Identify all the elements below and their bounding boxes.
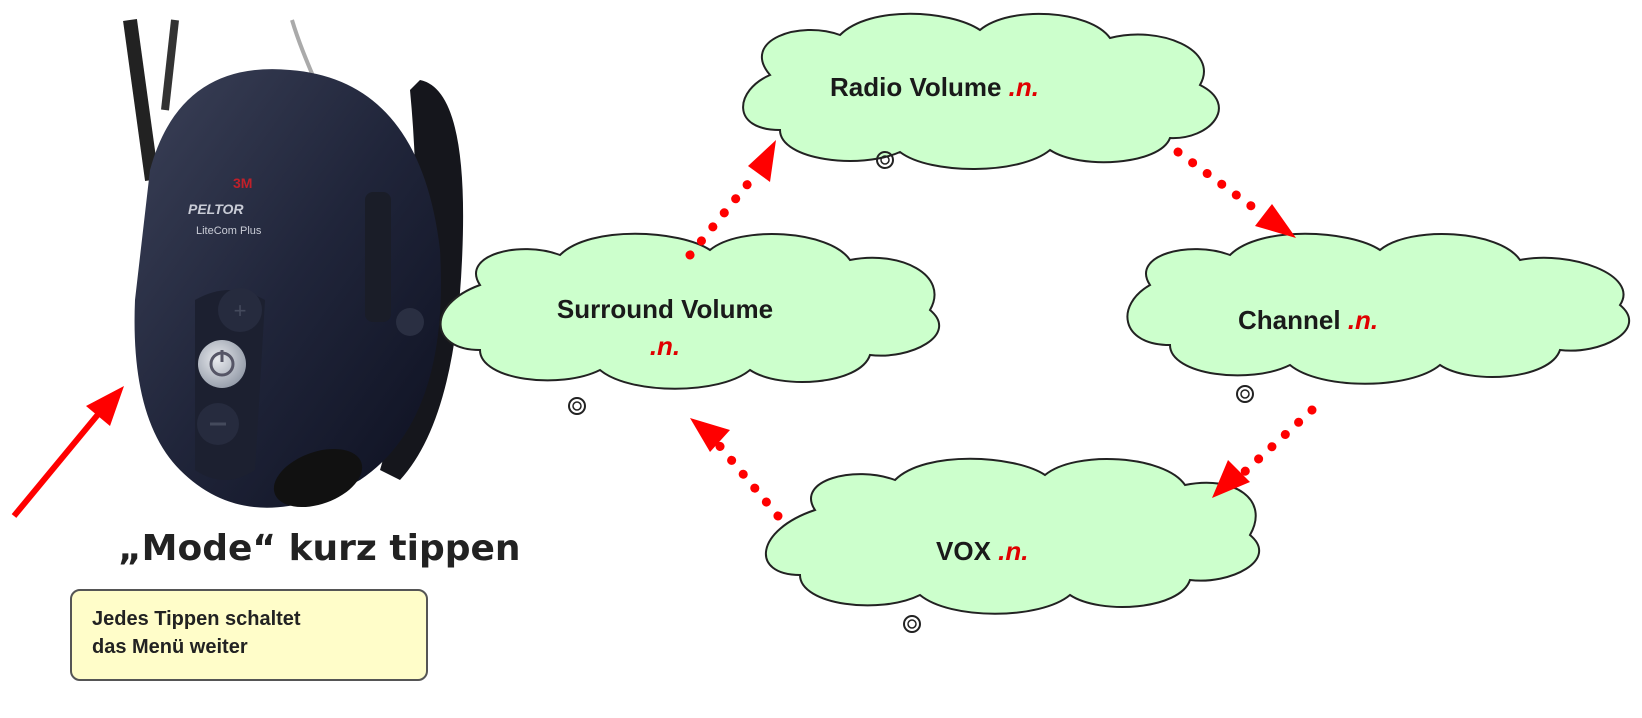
microphone xyxy=(273,448,363,508)
arrow-surround-to-radio xyxy=(685,140,776,260)
cloud-radio-volume xyxy=(742,12,1220,170)
arrow-channel-to-vox xyxy=(1212,405,1317,498)
note-line-1: Jedes Tippen schaltet xyxy=(92,608,301,630)
vox-label: VOX xyxy=(936,536,991,566)
radio-volume-label: Radio Volume xyxy=(830,72,1002,102)
arrow-radio-to-channel xyxy=(1173,147,1296,238)
radio-volume-suffix: .n. xyxy=(1008,72,1040,102)
menu-item-surround-volume: Surround Volume .n. xyxy=(520,294,810,362)
headset-image: + 3M PELTOR LiteCom Plus xyxy=(123,19,464,508)
menu-item-channel: Channel .n. xyxy=(1238,305,1378,336)
ear-cup xyxy=(134,69,441,508)
channel-label: Channel xyxy=(1238,305,1341,335)
note-line-2: das Menü weiter xyxy=(92,636,248,658)
cloud-channel xyxy=(1126,232,1630,403)
minus-button[interactable] xyxy=(197,403,239,445)
mode-button[interactable] xyxy=(198,340,246,388)
instruction-title: „Mode“ kurz tippen xyxy=(118,528,521,569)
surround-volume-suffix: .n. xyxy=(649,331,681,361)
menu-item-radio-volume: Radio Volume .n. xyxy=(830,72,1039,103)
channel-suffix: .n. xyxy=(1347,305,1379,335)
model-label: PELTOR xyxy=(188,201,244,217)
menu-item-vox: VOX .n. xyxy=(936,536,1029,567)
svg-text:+: + xyxy=(234,298,247,323)
arrow-vox-to-surround xyxy=(690,418,783,521)
vox-suffix: .n. xyxy=(998,536,1029,566)
pointer-arrow xyxy=(11,386,124,518)
info-note: Jedes Tippen schaltet das Menü weiter xyxy=(70,589,428,681)
brand-logo: 3M xyxy=(233,175,252,191)
cloud-vox xyxy=(764,457,1260,633)
surround-volume-label: Surround Volume xyxy=(556,294,774,324)
submodel-label: LiteCom Plus xyxy=(196,225,262,237)
cloud-surround-volume xyxy=(439,232,940,415)
plus-button[interactable]: + xyxy=(218,288,262,332)
